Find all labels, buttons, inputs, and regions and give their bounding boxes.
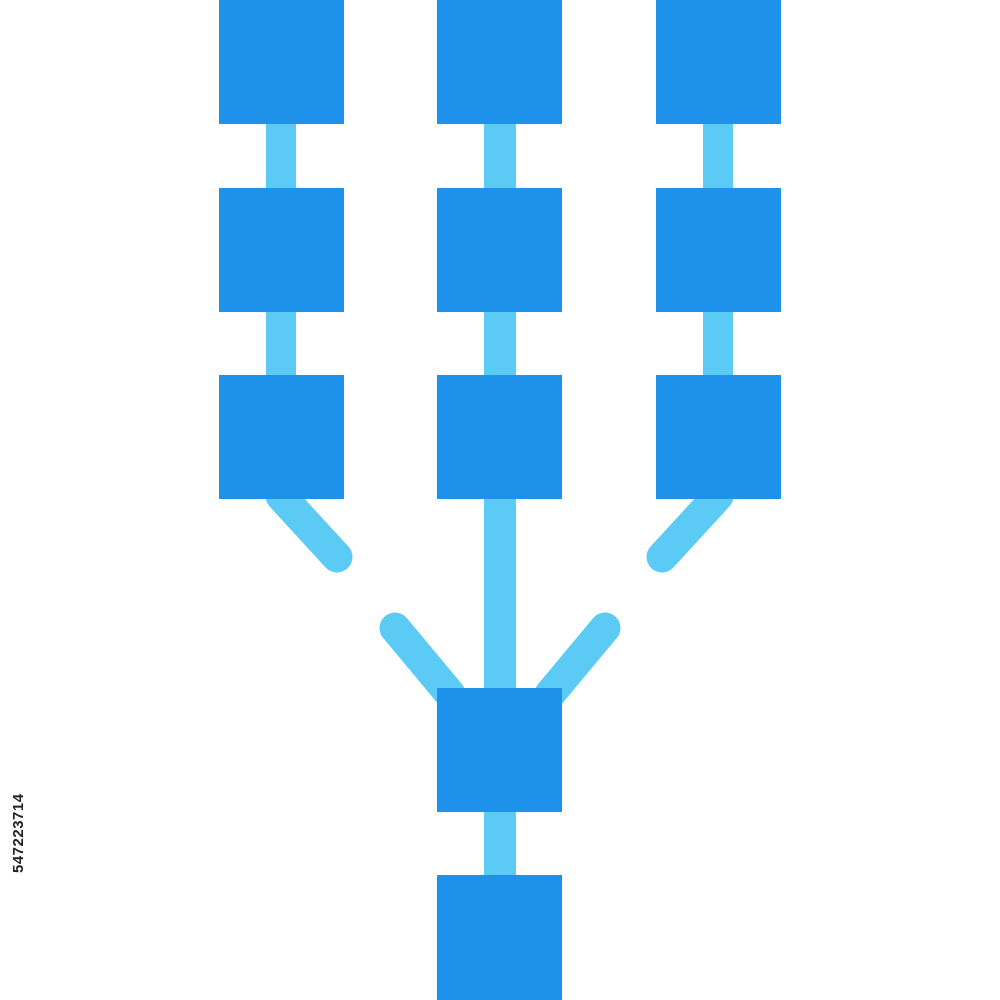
stub-right-bottom [534,612,621,710]
stub-left-bottom [379,612,466,710]
link-center-2 [484,308,516,380]
link-left-1 [266,120,296,192]
connectors [265,120,734,880]
node-right-3 [656,375,781,499]
link-center-3 [484,808,516,880]
node-right-2 [656,188,781,312]
node-left-2 [219,188,344,312]
link-right-1 [703,120,733,192]
stub-left-top [265,480,353,573]
link-center-1 [484,120,516,192]
stock-id-watermark: 547223714 [10,793,27,873]
link-right-2 [703,308,733,380]
node-center-2 [437,188,562,312]
node-left-1 [219,0,344,124]
stub-right-top [646,480,734,573]
link-center-trunk [484,495,516,693]
node-merge [437,688,562,812]
node-left-3 [219,375,344,499]
link-left-2 [266,308,296,380]
node-center-3 [437,375,562,499]
nodes [219,0,781,1000]
node-right-1 [656,0,781,124]
node-center-1 [437,0,562,124]
node-output [437,875,562,1000]
